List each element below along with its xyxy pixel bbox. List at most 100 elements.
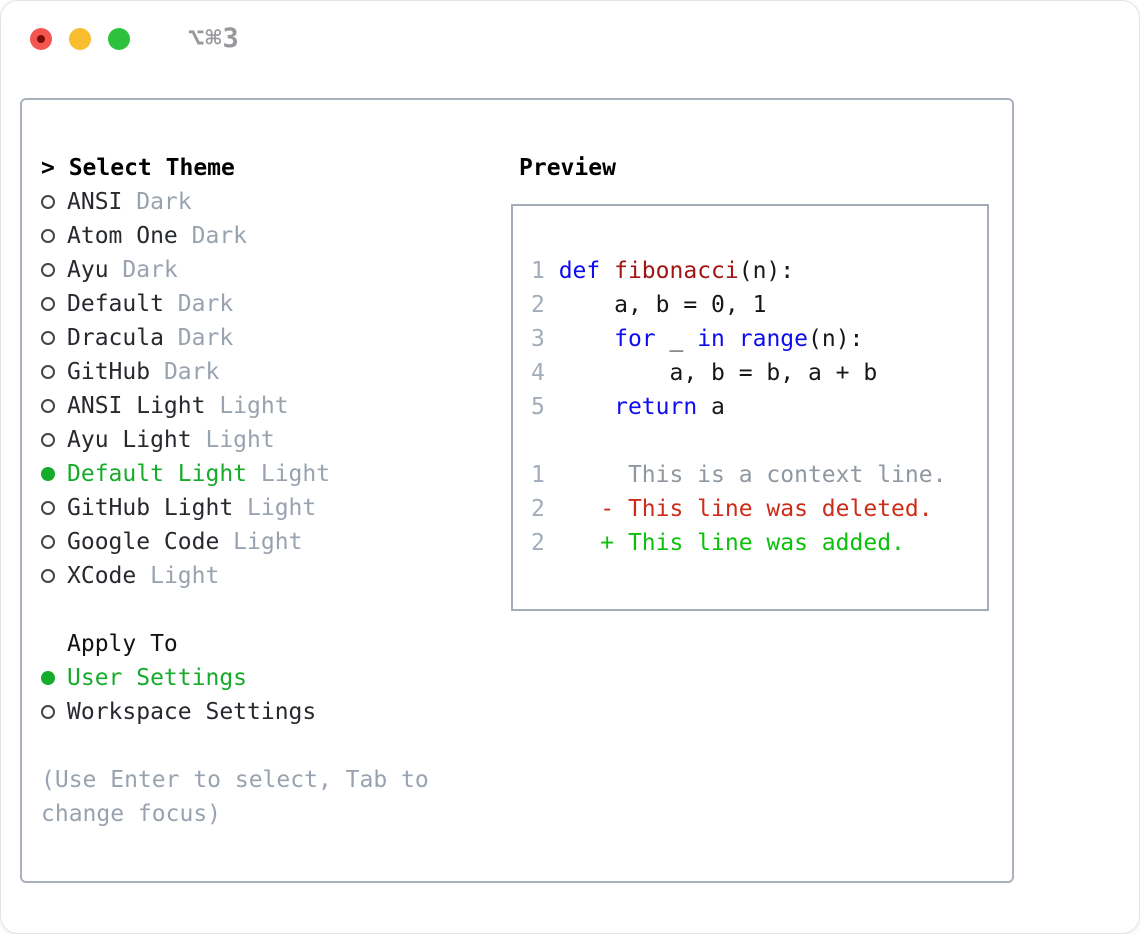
- option-variant-label: Dark: [108, 257, 178, 283]
- code-token-keyword: for: [614, 326, 656, 352]
- code-line: 3 for _ in range(n):: [531, 322, 987, 356]
- code-line: 2 a, b = 0, 1: [531, 288, 987, 322]
- option-label: Ayu: [67, 257, 109, 283]
- line-number: 4: [531, 360, 559, 386]
- code-line: 2 - This line was deleted.: [531, 492, 987, 526]
- theme-option-github[interactable]: GitHub Dark: [22, 355, 492, 389]
- radio-unselected-icon: [41, 705, 55, 719]
- theme-option-ansi-light[interactable]: ANSI Light Light: [22, 389, 492, 423]
- spacer: [22, 593, 492, 627]
- radio-unselected-icon: [41, 365, 55, 379]
- window-title: ⌥⌘3: [188, 23, 240, 54]
- spacer: [22, 729, 492, 763]
- option-label: ANSI Light: [67, 393, 206, 419]
- code-line: 2 + This line was added.: [531, 526, 987, 560]
- hint-line-1: (Use Enter to select, Tab to: [41, 767, 429, 793]
- code-token-deleted: - This line was deleted.: [558, 496, 933, 522]
- option-variant-label: Light: [191, 427, 275, 453]
- code-line: 4 a, b = b, a + b: [531, 356, 987, 390]
- code-token-keyword: in: [697, 326, 725, 352]
- code-line: 1 This is a context line.: [531, 458, 987, 492]
- radio-unselected-icon: [41, 535, 55, 549]
- code-token-plain: _: [655, 326, 698, 352]
- option-label: Dracula: [67, 325, 164, 351]
- code-token-plain: a: [697, 394, 725, 420]
- code-line: [531, 424, 987, 458]
- radio-unselected-icon: [41, 569, 55, 583]
- line-number: 2: [531, 292, 559, 318]
- code-token-function: fibonacci: [614, 258, 739, 284]
- code-token-plain: [725, 326, 739, 352]
- line-number: 1: [531, 462, 559, 488]
- theme-option-default-light[interactable]: Default Light Light: [22, 457, 492, 491]
- option-variant-label: Dark: [163, 291, 234, 317]
- code-token-keyword: def: [558, 258, 601, 284]
- option-label: Default Light: [67, 461, 248, 487]
- option-variant-label: Dark: [122, 189, 192, 215]
- code-token-keyword: range: [738, 326, 808, 352]
- radio-unselected-icon: [41, 195, 55, 209]
- radio-unselected-icon: [41, 501, 55, 515]
- theme-option-dracula[interactable]: Dracula Dark: [22, 321, 492, 355]
- code-token-plain: a, b = 0, 1: [558, 292, 767, 318]
- option-label: Google Code: [67, 529, 220, 555]
- line-number: 5: [531, 394, 559, 420]
- option-label: User Settings: [67, 665, 248, 691]
- radio-unselected-icon: [41, 229, 55, 243]
- option-variant-label: Light: [233, 495, 317, 521]
- option-variant-label: Dark: [177, 223, 248, 249]
- close-button[interactable]: [30, 27, 52, 50]
- apply-option-user-settings[interactable]: User Settings: [22, 661, 492, 695]
- option-variant-label: Dark: [163, 325, 234, 351]
- code-token-added: + This line was added.: [558, 530, 905, 556]
- code-line: 1 def fibonacci(n):: [531, 254, 987, 288]
- theme-option-ayu-light[interactable]: Ayu Light Light: [22, 423, 492, 457]
- radio-unselected-icon: [41, 263, 55, 277]
- radio-unselected-icon: [41, 297, 55, 311]
- apply-to-heading: Apply To: [67, 631, 178, 657]
- option-label: ANSI: [67, 189, 123, 215]
- apply-option-workspace-settings[interactable]: Workspace Settings: [22, 695, 492, 729]
- code-token-plain: [559, 326, 614, 352]
- theme-option-github-light[interactable]: GitHub Light Light: [22, 491, 492, 525]
- traffic-lights: [30, 27, 130, 50]
- code-token-plain: [600, 258, 614, 284]
- theme-option-atom-one[interactable]: Atom One Dark: [22, 219, 492, 253]
- option-label: Atom One: [67, 223, 178, 249]
- code-token-plain: a, b = b, a + b: [558, 360, 878, 386]
- code-token-plain: (n):: [808, 326, 864, 352]
- option-variant-label: Light: [219, 529, 303, 555]
- line-number: 2: [531, 530, 559, 556]
- zoom-button[interactable]: [108, 27, 130, 50]
- code-token-plain: [559, 394, 614, 420]
- theme-option-google-code[interactable]: Google Code Light: [22, 525, 492, 559]
- line-number: 2: [531, 496, 559, 522]
- theme-option-xcode[interactable]: XCode Light: [22, 559, 492, 593]
- option-variant-label: Dark: [150, 359, 220, 385]
- radio-selected-icon: [41, 467, 55, 481]
- code-token-plain: (n):: [738, 258, 795, 284]
- theme-option-default[interactable]: Default Dark: [22, 287, 492, 321]
- code-token-keyword: return: [614, 394, 698, 420]
- option-variant-label: Light: [247, 461, 331, 487]
- select-theme-heading: > Select Theme: [41, 155, 235, 181]
- option-label: GitHub Light: [67, 495, 234, 521]
- option-label: Ayu Light: [67, 427, 192, 453]
- code-line: 5 return a: [531, 390, 987, 424]
- code-token-context: This is a context line.: [558, 462, 947, 488]
- radio-selected-icon: [41, 671, 55, 685]
- titlebar: ⌥⌘3: [1, 1, 1139, 76]
- minimize-button[interactable]: [69, 27, 91, 50]
- option-label: GitHub: [67, 359, 151, 385]
- theme-option-ansi[interactable]: ANSI Dark: [22, 185, 492, 219]
- option-label: Default: [67, 291, 164, 317]
- radio-unselected-icon: [41, 433, 55, 447]
- theme-option-ayu[interactable]: Ayu Dark: [22, 253, 492, 287]
- hint-line-2: change focus): [41, 801, 222, 827]
- line-number: 1: [531, 258, 559, 284]
- radio-unselected-icon: [41, 399, 55, 413]
